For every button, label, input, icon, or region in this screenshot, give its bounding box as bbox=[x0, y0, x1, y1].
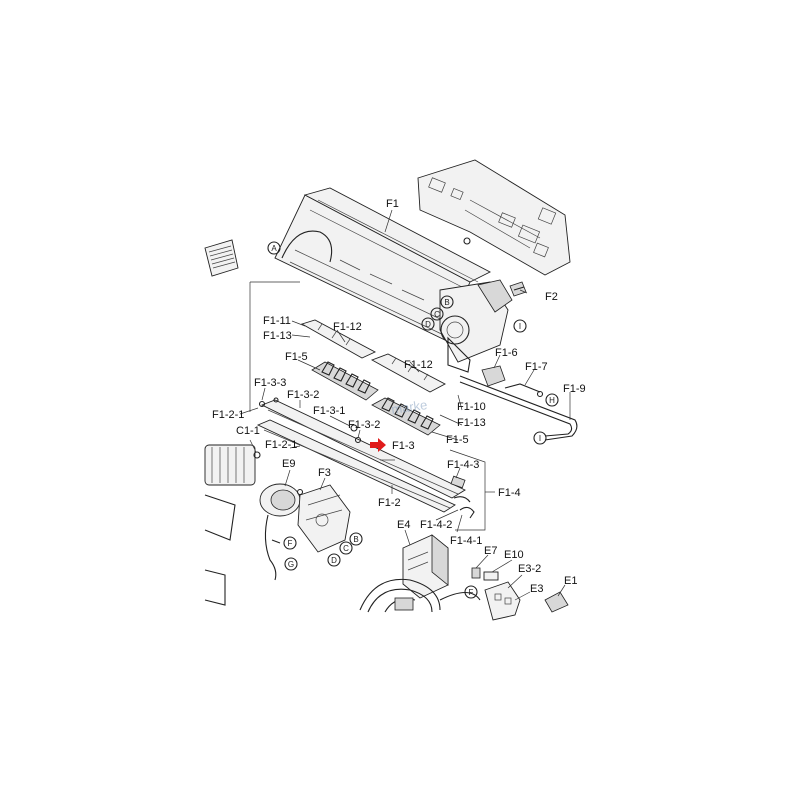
svg-text:D: D bbox=[425, 320, 431, 329]
control-box-e4 bbox=[402, 534, 449, 599]
pipe-assembly bbox=[459, 365, 578, 441]
marker-i-bottom: I bbox=[533, 431, 547, 445]
label-f1-9: F1-9 bbox=[563, 383, 586, 395]
label-e9: E9 bbox=[282, 458, 295, 470]
vane-f1-5-lower bbox=[371, 397, 441, 436]
svg-text:G: G bbox=[288, 560, 294, 569]
svg-text:I: I bbox=[519, 322, 521, 331]
label-f1-13-upper: F1-13 bbox=[263, 330, 292, 342]
svg-text:C: C bbox=[343, 544, 349, 553]
marker-f-bottom: F bbox=[464, 585, 478, 599]
control-plate bbox=[417, 159, 571, 276]
parts-f1-4 bbox=[450, 475, 475, 519]
svg-text:B: B bbox=[353, 535, 358, 544]
louver-upper bbox=[300, 319, 446, 393]
marker-b-bottom: B bbox=[349, 532, 363, 546]
svg-text:D: D bbox=[331, 556, 337, 565]
watermark-text: marke bbox=[390, 397, 428, 417]
svg-text:B: B bbox=[444, 298, 449, 307]
label-f1-4-2: F1-4-2 bbox=[420, 519, 452, 531]
group-brackets bbox=[249, 281, 495, 531]
label-f2: F2 bbox=[545, 291, 558, 303]
marker-g: G bbox=[284, 557, 298, 571]
circle-markers: A B C D I H I B C D F G F bbox=[267, 241, 559, 599]
svg-text:A: A bbox=[271, 244, 277, 253]
vane-f1-5-upper bbox=[311, 361, 379, 401]
label-f1-10: F1-10 bbox=[457, 401, 486, 413]
svg-text:C: C bbox=[434, 310, 440, 319]
label-f1-2-1-lower: F1-2-1 bbox=[265, 439, 297, 451]
marker-c-top: C bbox=[430, 307, 444, 321]
label-f1-3-3: F1-3-3 bbox=[254, 377, 286, 389]
marker-d-top: D bbox=[421, 317, 435, 331]
label-c1-1: C1-1 bbox=[236, 425, 260, 437]
highlight-arrow bbox=[370, 438, 386, 452]
label-f1-2-1-upper: F1-2-1 bbox=[212, 409, 244, 421]
marker-i-top: I bbox=[513, 319, 527, 333]
label-f1-13-lower: F1-13 bbox=[457, 417, 486, 429]
manual-sheet bbox=[204, 239, 239, 277]
leader-lines bbox=[239, 209, 571, 601]
svg-text:I: I bbox=[539, 434, 541, 443]
label-e4: E4 bbox=[397, 519, 410, 531]
label-f1-12-upper: F1-12 bbox=[333, 321, 362, 333]
clip-f2 bbox=[509, 281, 527, 297]
svg-text:F: F bbox=[288, 539, 293, 548]
svg-text:F: F bbox=[469, 588, 474, 597]
label-f1-12-lower: F1-12 bbox=[404, 359, 433, 371]
fan-motor-e9 bbox=[253, 451, 301, 581]
label-f1: F1 bbox=[386, 198, 399, 210]
blower-wheel bbox=[204, 444, 256, 606]
label-f1-5-upper: F1-5 bbox=[285, 351, 308, 363]
wiring-harness bbox=[359, 578, 481, 613]
flap-f1-2 bbox=[256, 397, 466, 513]
label-e1: E1 bbox=[564, 575, 577, 587]
motor-mount-f3 bbox=[296, 484, 351, 553]
label-f1-4-1: F1-4-1 bbox=[450, 535, 482, 547]
small-parts-e bbox=[471, 567, 569, 621]
label-f1-2: F1-2 bbox=[378, 497, 401, 509]
label-f1-3-2-upper: F1-3-2 bbox=[287, 389, 319, 401]
marker-b-top: B bbox=[440, 295, 454, 309]
label-f1-4: F1-4 bbox=[498, 487, 521, 499]
label-e7: E7 bbox=[484, 545, 497, 557]
svg-text:H: H bbox=[549, 396, 555, 405]
main-chassis bbox=[274, 187, 513, 373]
label-f1-11: F1-11 bbox=[263, 315, 291, 327]
label-f1-4-3: F1-4-3 bbox=[447, 459, 479, 471]
label-f1-7: F1-7 bbox=[525, 361, 548, 373]
label-e3: E3 bbox=[530, 583, 543, 595]
marker-d-bottom: D bbox=[327, 553, 341, 567]
label-f3: F3 bbox=[318, 467, 331, 479]
label-e3-2: E3-2 bbox=[518, 563, 541, 575]
label-f1-6: F1-6 bbox=[495, 347, 518, 359]
marker-f-left: F bbox=[283, 536, 297, 550]
marker-a: A bbox=[267, 241, 281, 255]
label-e10: E10 bbox=[504, 549, 524, 561]
label-f1-3: F1-3 bbox=[392, 440, 415, 452]
label-f1-3-1: F1-3-1 bbox=[313, 405, 345, 417]
label-f1-5-lower: F1-5 bbox=[446, 434, 469, 446]
callout-labels: F1 F2 F1-11 F1-13 F1-12 F1-5 F1-12 F1-6 … bbox=[212, 198, 586, 595]
marker-h: H bbox=[545, 393, 559, 407]
label-f1-3-2-lower: F1-3-2 bbox=[348, 419, 380, 431]
marker-c-bottom: C bbox=[339, 541, 353, 555]
